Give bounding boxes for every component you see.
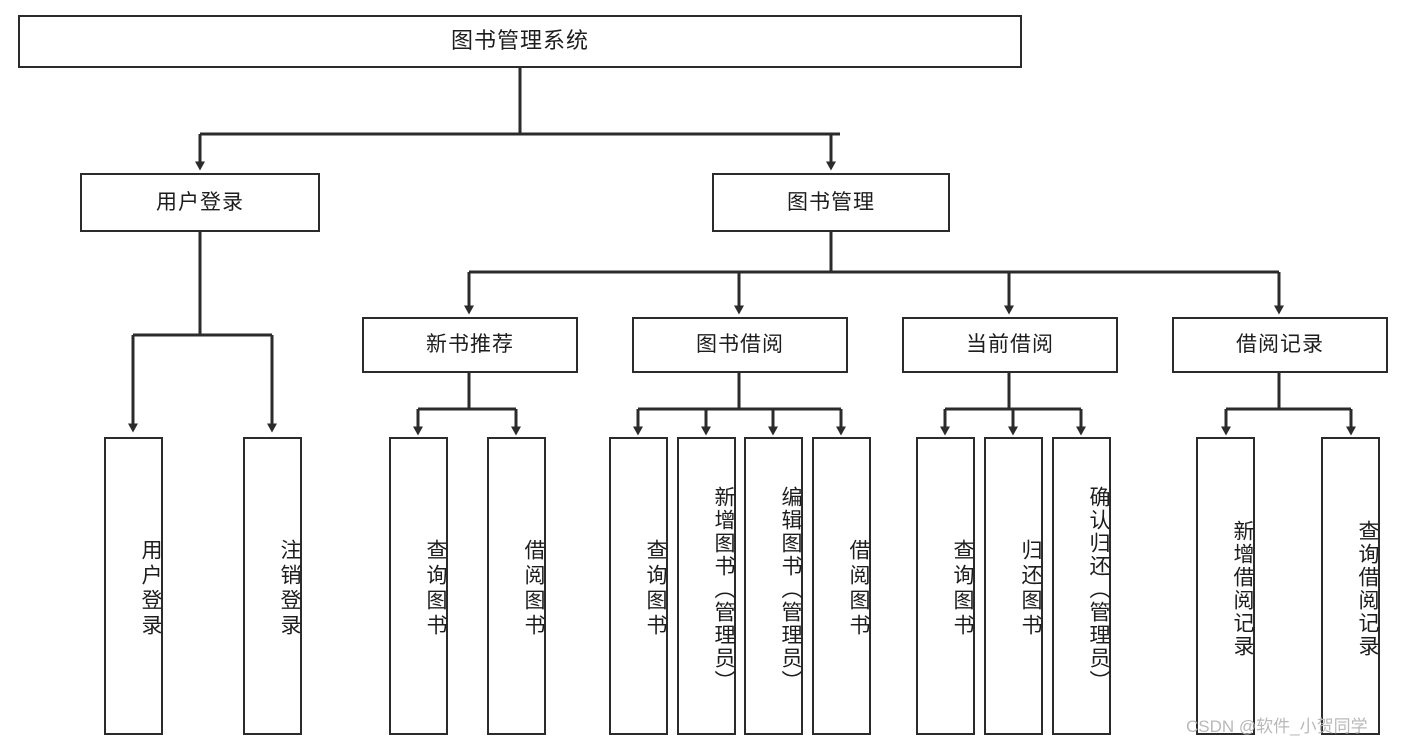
- node-user-login[interactable]: 用户登录: [80, 173, 320, 232]
- leaf-book-borrow-lend[interactable]: 借阅图书: [812, 437, 871, 735]
- node-book-borrow[interactable]: 图书借阅: [632, 317, 848, 373]
- leaf-current-borrow-return[interactable]: 归还图书: [984, 437, 1043, 735]
- leaf-borrow-record-query[interactable]: 查询借阅记录: [1321, 437, 1380, 735]
- node-book-management[interactable]: 图书管理: [712, 173, 950, 232]
- node-borrow-record[interactable]: 借阅记录: [1172, 317, 1388, 373]
- leaf-book-borrow-add[interactable]: 新增图书（管理员）: [677, 437, 736, 735]
- leaf-book-borrow-query[interactable]: 查询图书: [609, 437, 668, 735]
- node-new-book-recommend[interactable]: 新书推荐: [362, 317, 578, 373]
- watermark: CSDN @软件_小贺同学: [1186, 717, 1368, 736]
- leaf-user-login-signin[interactable]: 用户登录: [104, 437, 163, 735]
- node-current-borrow[interactable]: 当前借阅: [902, 317, 1118, 373]
- leaf-new-book-borrow[interactable]: 借阅图书: [487, 437, 546, 735]
- leaf-current-borrow-confirm[interactable]: 确认归还（管理员）: [1052, 437, 1111, 735]
- node-root[interactable]: 图书管理系统: [18, 15, 1022, 68]
- leaf-current-borrow-query[interactable]: 查询图书: [916, 437, 975, 735]
- leaf-new-book-query[interactable]: 查询图书: [389, 437, 448, 735]
- leaf-book-borrow-edit[interactable]: 编辑图书（管理员）: [744, 437, 803, 735]
- leaf-borrow-record-add[interactable]: 新增借阅记录: [1196, 437, 1255, 735]
- leaf-user-login-signout[interactable]: 注销登录: [243, 437, 302, 735]
